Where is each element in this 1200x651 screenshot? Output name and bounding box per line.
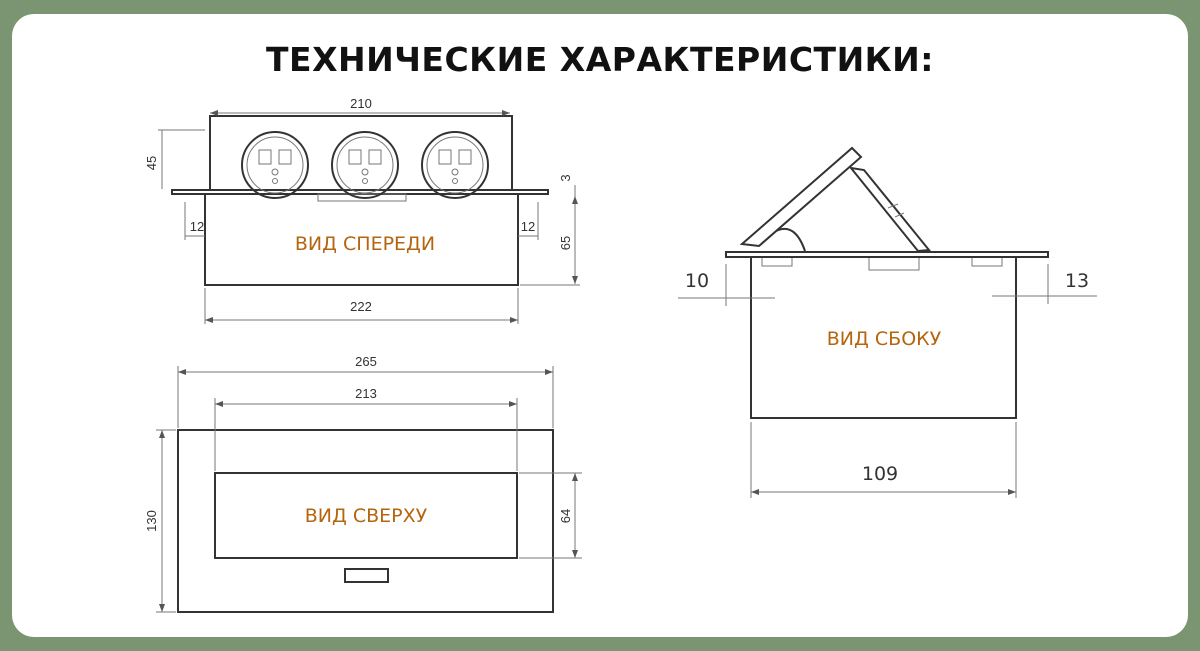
dim-inner-width: 213 xyxy=(355,386,377,401)
top-view: 265 213 130 64 ВИД СВЕРХУ xyxy=(144,354,582,613)
dim-top-width: 210 xyxy=(350,96,372,111)
socket-icons xyxy=(241,131,489,199)
top-view-label: ВИД СВЕРХУ xyxy=(305,505,428,527)
dim-side-right-margin: 13 xyxy=(1065,270,1089,292)
dim-body-height: 65 xyxy=(558,236,573,250)
content-card xyxy=(12,14,1188,637)
dim-bottom-width: 222 xyxy=(350,299,372,314)
front-view: 210 222 45 3 65 12 12 ВИД СПЕРЕДИ xyxy=(144,96,580,324)
dim-top-height: 45 xyxy=(144,156,159,170)
dim-outer-width: 265 xyxy=(355,354,377,369)
side-view-label: ВИД СБОКУ xyxy=(827,328,942,350)
dim-left-margin: 12 xyxy=(190,219,204,234)
dim-plate: 3 xyxy=(558,174,573,181)
page-title: ТЕХНИЧЕСКИЕ ХАРАКТЕРИСТИКИ: xyxy=(266,40,934,79)
socket-icon xyxy=(331,131,399,199)
socket-icon xyxy=(241,131,309,199)
dim-side-width: 109 xyxy=(862,463,898,485)
dim-side-left-margin: 10 xyxy=(685,270,709,292)
dim-outer-height: 130 xyxy=(144,510,159,532)
side-view: 10 13 109 ВИД СБОКУ xyxy=(678,146,1097,498)
front-view-label: ВИД СПЕРЕДИ xyxy=(295,233,435,255)
dim-right-margin: 12 xyxy=(521,219,535,234)
dim-inner-height: 64 xyxy=(558,509,573,523)
socket-icon xyxy=(421,131,489,199)
